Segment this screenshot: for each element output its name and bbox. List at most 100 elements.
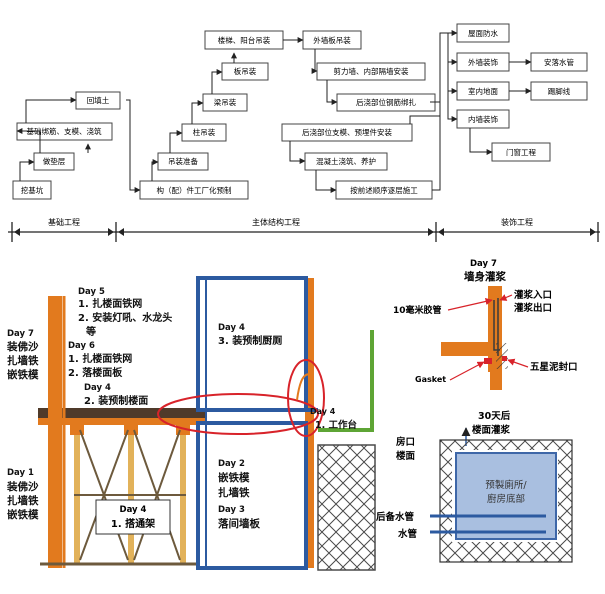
- svg-text:2. 落楼面板: 2. 落楼面板: [68, 366, 123, 379]
- svg-text:嵌铁模: 嵌铁模: [218, 471, 250, 484]
- svg-text:1. 搭通架: 1. 搭通架: [111, 517, 155, 530]
- left-orange-wall: [48, 296, 62, 568]
- flow-step-label: 内墙装饰: [468, 114, 498, 124]
- label-day4-module: Day 4: [218, 323, 245, 333]
- svg-text:2. 装预制楼面: 2. 装预制楼面: [84, 394, 148, 407]
- svg-text:3. 装预制厨厕: 3. 装预制厨厕: [218, 334, 282, 347]
- floor-slab-dark: [38, 408, 206, 418]
- flow-step-box: 内墙装饰: [456, 109, 510, 129]
- detail-title: 墙身灌浆: [464, 270, 506, 283]
- label-day5: Day 5: [78, 287, 105, 297]
- svg-text:装佛沙: 装佛沙: [6, 480, 39, 493]
- flow-step-box: 挖基坑: [12, 180, 52, 200]
- scaffolding: [40, 423, 196, 566]
- label-day7: Day 7: [7, 329, 34, 339]
- flow-step-label: 回填土: [87, 95, 110, 105]
- flow-step-box: 屋面防水: [456, 23, 510, 43]
- flow-step-box: 后浇部位钢筋绑扎: [336, 93, 436, 112]
- site-illustration: Day 7 装佛沙 扎墙铁 嵌铁模 Day 1 装佛沙 扎墙铁 嵌铁模 Day …: [0, 255, 605, 590]
- flow-step-label: 梁吊装: [214, 97, 237, 107]
- flow-step-box: 混凝土浇筑、养护: [304, 152, 388, 171]
- svg-text:1. 工作台: 1. 工作台: [315, 419, 358, 431]
- svg-text:1. 扎楼面铁网: 1. 扎楼面铁网: [68, 352, 132, 365]
- detail-day-label: Day 7: [470, 259, 497, 269]
- svg-text:嵌铁模: 嵌铁模: [7, 368, 39, 381]
- flow-step-label: 剪力墙、内部隔墙安装: [334, 66, 409, 76]
- toilet-unit-label: 预製廁所/: [485, 479, 527, 491]
- svg-text:嵌铁模: 嵌铁模: [7, 508, 39, 521]
- flow-step-box: 柱吊装: [181, 123, 227, 142]
- flow-step-label: 楼梯、阳台吊装: [218, 35, 271, 45]
- flow-step-box: 回填土: [75, 91, 121, 110]
- svg-text:Day 4: Day 4: [120, 505, 147, 515]
- flow-step-label: 踢脚线: [548, 86, 571, 96]
- water-pipe-label: 水管: [398, 528, 418, 540]
- backup-pipe-label: 后备水管: [376, 511, 415, 523]
- flow-step-label: 后浇部位支模、预埋件安装: [302, 127, 392, 137]
- flow-step-label: 后浇部位钢筋绑扎: [356, 97, 416, 107]
- flow-step-box: 外墙装饰: [456, 52, 510, 72]
- label-day6: Day 6: [68, 341, 95, 351]
- flow-step-box: 吊装准备: [157, 152, 209, 171]
- flow-step-label: 屋面防水: [468, 28, 498, 38]
- flow-step-label: 做垫层: [43, 156, 66, 166]
- flow-step-label: 混凝土浇筑、养护: [316, 156, 376, 166]
- flow-step-label: 基础绑筋、支模、浇筑: [27, 126, 102, 136]
- flow-step-box: 后浇部位支模、预埋件安装: [281, 123, 413, 142]
- flow-step-box: 踢脚线: [530, 81, 588, 101]
- phase-label-finishing: 装饰工程: [501, 217, 533, 227]
- flow-step-label: 室内地面: [468, 86, 498, 96]
- svg-text:扎墙铁: 扎墙铁: [7, 494, 39, 507]
- flow-step-box: 做垫层: [33, 152, 75, 171]
- flow-connectors: [16, 30, 532, 193]
- flow-step-label: 挖基坑: [21, 185, 44, 195]
- grout-outlet-label: 灌浆出口: [514, 302, 552, 314]
- toilet-module-box: [455, 452, 557, 540]
- label-day1: Day 1: [7, 468, 34, 478]
- flow-step-box: 梁吊装: [202, 93, 248, 112]
- svg-text:扎墙铁: 扎墙铁: [218, 486, 250, 499]
- toilet-base-detail: 30天后 楼面灌浆 预製廁所/ 廚房底部 房口 楼面 后备水管 水管: [376, 410, 573, 563]
- seal-label: 五星泥封口: [530, 361, 578, 373]
- flow-step-box: 构（配）件工厂化预制: [139, 180, 249, 200]
- floor-beam: [38, 418, 206, 425]
- floor-grouting-label: 楼面灌浆: [472, 424, 511, 436]
- flow-step-box: 楼梯、阳台吊装: [204, 30, 284, 50]
- flow-step-label: 按前述顺序逐层施工: [350, 185, 418, 195]
- flow-step-label: 外墙板吊装: [313, 35, 351, 45]
- svg-text:2. 安装灯吼、水龙头: 2. 安装灯吼、水龙头: [78, 311, 172, 324]
- gasket-label: Gasket: [415, 375, 446, 384]
- scaffold-label-box: Day 4 1. 搭通架: [95, 499, 171, 535]
- flow-step-label: 柱吊装: [193, 127, 216, 137]
- pipe-label: 10毫米胶管: [393, 304, 442, 316]
- label-day2: Day 2: [218, 459, 245, 469]
- flow-step-label: 外墙装饰: [468, 57, 498, 67]
- floor-label: 楼面: [396, 450, 416, 462]
- flow-step-label: 门窗工程: [506, 147, 536, 157]
- svg-text:廚房底部: 廚房底部: [487, 493, 525, 505]
- after-30-days-label: 30天后: [478, 410, 511, 422]
- svg-text:装佛沙: 装佛沙: [6, 340, 39, 353]
- svg-text:扎墙铁: 扎墙铁: [7, 354, 39, 367]
- flow-step-box: 安落水管: [530, 52, 588, 72]
- highlight-ellipse-slab: [157, 393, 319, 435]
- svg-text:等: 等: [86, 325, 96, 338]
- green-work-platform: [318, 330, 374, 432]
- flow-step-box: 剪力墙、内部隔墙安装: [316, 62, 426, 81]
- grouting-detail: Day 7 墙身灌浆 10毫米胶管 灌浆入口 灌浆出口 五星泥封口 Gasket: [393, 259, 578, 390]
- svg-text:落间墙板: 落间墙板: [218, 517, 260, 530]
- highlight-ellipse-joint: [287, 359, 325, 437]
- svg-text:1. 扎楼面铁网: 1. 扎楼面铁网: [78, 297, 142, 310]
- phase-timeline: 基础工程 主体结构工程 装饰工程: [8, 217, 600, 242]
- process-flowchart: 挖基坑 做垫层 基础绑筋、支模、浇筑 回填土 构（配）件工厂化预制 吊装准备 柱…: [8, 23, 600, 242]
- phase-label-structure: 主体结构工程: [252, 217, 300, 227]
- hatched-wall: [317, 444, 376, 571]
- opening-label: 房口: [396, 436, 415, 448]
- flow-step-box: 按前述顺序逐层施工: [335, 180, 433, 200]
- label-day4-floor: Day 4: [84, 383, 111, 393]
- phase-label-foundation: 基础工程: [48, 217, 80, 227]
- flow-step-label: 构（配）件工厂化预制: [157, 185, 232, 195]
- flow-step-label: 吊装准备: [168, 156, 198, 166]
